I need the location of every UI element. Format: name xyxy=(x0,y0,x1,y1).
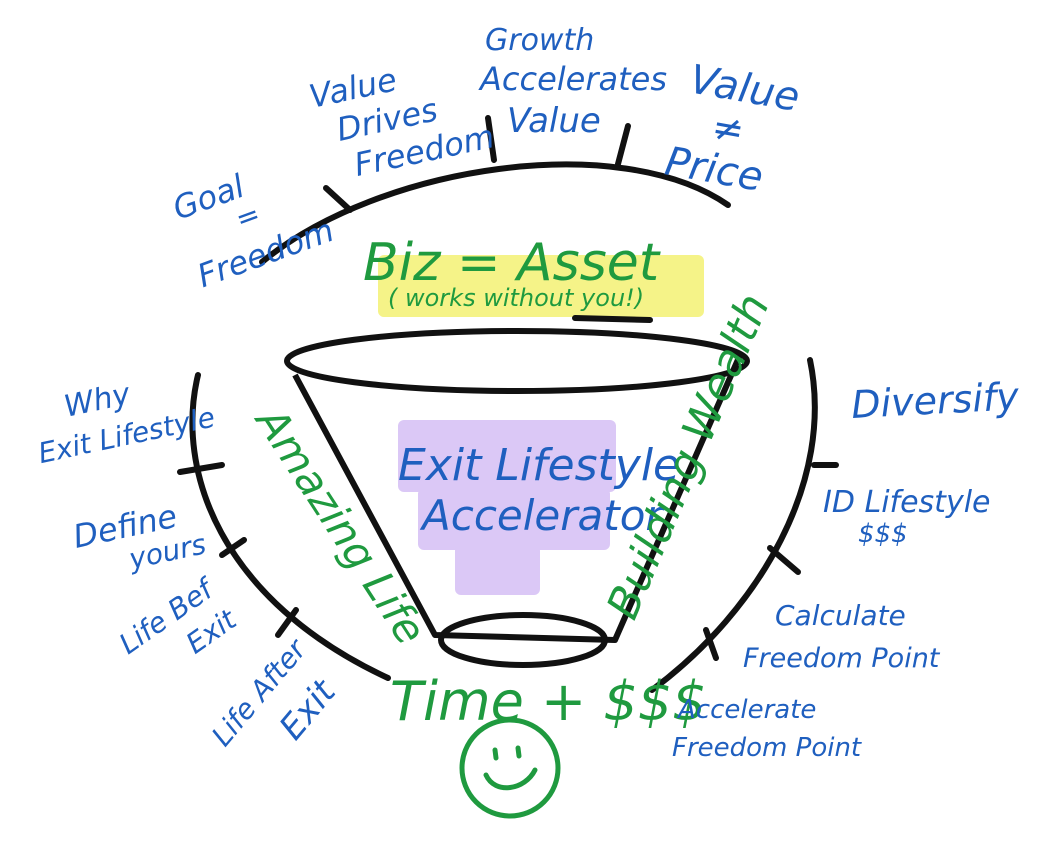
top-label-value-not-price: Value ≠ Price xyxy=(662,55,803,205)
top-label-growth-accelerates-value: Growth Accelerates Value xyxy=(478,23,667,141)
top-label-1-line-2: = xyxy=(231,197,264,236)
right-label-4-line-1: Accelerate xyxy=(676,695,816,725)
funnel-top-rim-tail xyxy=(575,318,650,320)
top-label-3-line-1: Growth xyxy=(485,23,594,58)
top-label-3-line-3: Value xyxy=(507,101,601,141)
biz-asset-subtitle: ( works without you!) xyxy=(388,284,644,312)
top-label-3-line-2: Accelerates xyxy=(478,60,667,98)
right-label-1-line-1: Diversify xyxy=(850,374,1020,427)
funnel-label-line-1: Exit Lifestyle xyxy=(398,440,680,491)
smiley-face-outline xyxy=(462,720,558,816)
top-arc-tick-3 xyxy=(618,126,628,164)
left-label-life-after-exit: Life After Exit xyxy=(205,632,353,786)
right-label-3-line-2: Freedom Point xyxy=(743,643,941,674)
highlight-block-3 xyxy=(455,545,540,595)
right-arc-tick-2 xyxy=(770,548,798,572)
left-label-why-exit-lifestyle: Why Exit Lifestyle xyxy=(27,360,218,470)
top-arc-tick-1 xyxy=(326,188,350,210)
right-label-calculate-freedom-point: Calculate Freedom Point xyxy=(743,599,941,674)
left-label-1-line-1: Why xyxy=(61,376,134,424)
right-label-3-line-1: Calculate xyxy=(775,599,906,632)
left-arc-tick-1 xyxy=(180,465,222,472)
time-money-label: Time + $$$ xyxy=(390,670,706,733)
right-label-2-line-2: $$$ xyxy=(858,519,908,549)
top-label-4-line-3: Price xyxy=(662,139,767,201)
smiley-left-eye xyxy=(495,750,496,758)
smiley-face-icon xyxy=(462,720,558,816)
top-label-1-line-3: Freedom xyxy=(192,211,338,295)
right-label-4-line-2: Freedom Point xyxy=(672,733,862,763)
smiley-mouth xyxy=(486,770,535,788)
left-label-life-before-exit: Life Bef Exit xyxy=(113,571,244,692)
right-label-id-lifestyle: ID Lifestyle $$$ xyxy=(823,485,991,549)
left-label-define-yours: Define yours xyxy=(70,492,209,586)
smiley-right-eye xyxy=(518,748,519,756)
top-label-value-drives-freedom: Value Drives Freedom xyxy=(306,43,498,190)
right-label-2-line-1: ID Lifestyle xyxy=(823,485,991,520)
top-label-goal-freedom: Goal = Freedom xyxy=(168,143,339,295)
funnel-top-rim xyxy=(287,331,747,391)
